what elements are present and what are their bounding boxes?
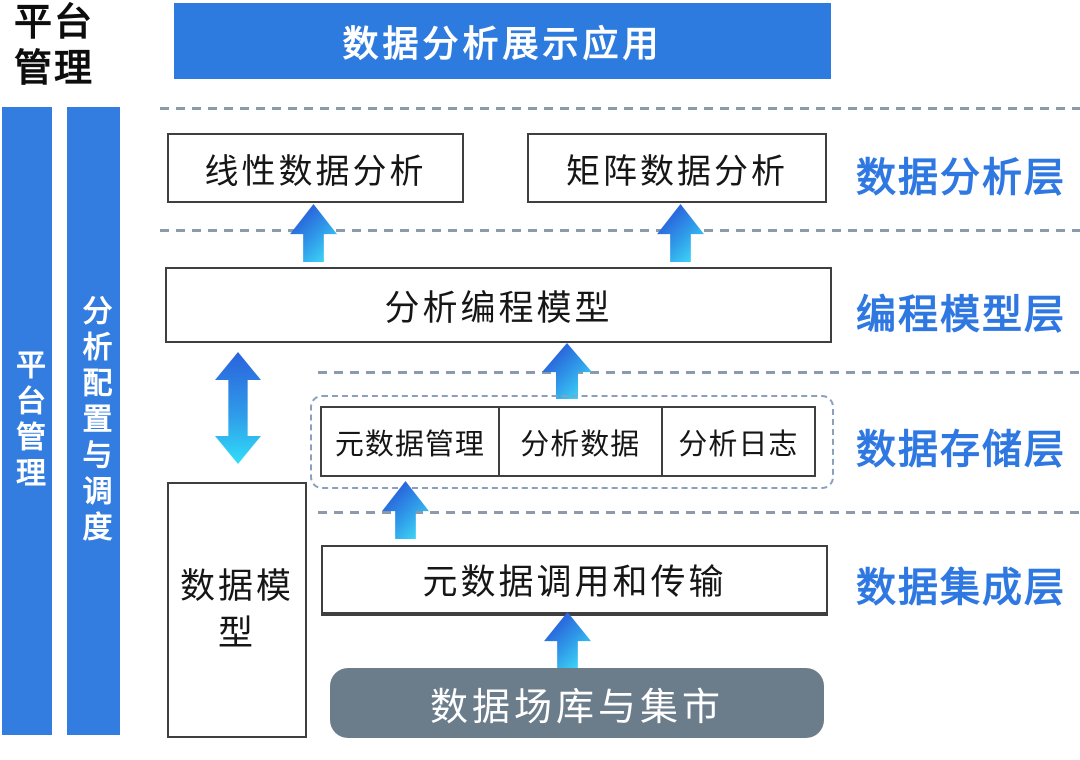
sidebar-platform-management: 平台管理 [2,107,52,735]
box-analysis-programming-model: 分析编程模型 [165,267,832,343]
box-metadata-call-transfer: 元数据调用和传输 [321,545,828,616]
up-arrow-icon [544,612,591,668]
layer-separator-storage [318,371,1080,374]
corner-title: 平台管理 [14,2,95,91]
storage-cell-analysis-data: 分析数据 [497,408,661,475]
box-data-model: 数据模型 [167,482,307,738]
up-arrow-icon [542,343,592,399]
up-arrow-icon [657,204,704,262]
up-arrow-icon [290,204,337,262]
layer-separator-integration [318,511,1080,514]
storage-cell-metadata-management: 元数据管理 [334,428,485,461]
app-banner: 数据分析展示应用 [174,3,831,79]
box-linear-data-analysis: 线性数据分析 [167,133,464,203]
label-data-integration-layer: 数据集成层 [856,566,1066,610]
label-programming-model-layer: 编程模型层 [856,293,1066,337]
layer-separator-top [160,107,1080,110]
app-banner-label: 数据分析展示应用 [342,23,663,64]
sidebar-analysis-config-scheduling: 分析配置与调度 [67,107,120,735]
storage-dashed-container [310,395,834,489]
layer-separator-analysis [160,229,1080,232]
box-matrix-data-analysis: 矩阵数据分析 [527,133,827,203]
double-arrow-icon [215,352,261,464]
storage-table: 元数据管理 分析数据 分析日志 [320,406,816,477]
label-data-storage-layer: 数据存储层 [856,428,1066,472]
box-data-warehouse-mart: 数据场库与集市 [330,668,824,738]
storage-cell-analysis-log: 分析日志 [660,408,814,475]
label-data-analysis-layer: 数据分析层 [856,156,1066,200]
up-arrow-icon [382,481,429,539]
